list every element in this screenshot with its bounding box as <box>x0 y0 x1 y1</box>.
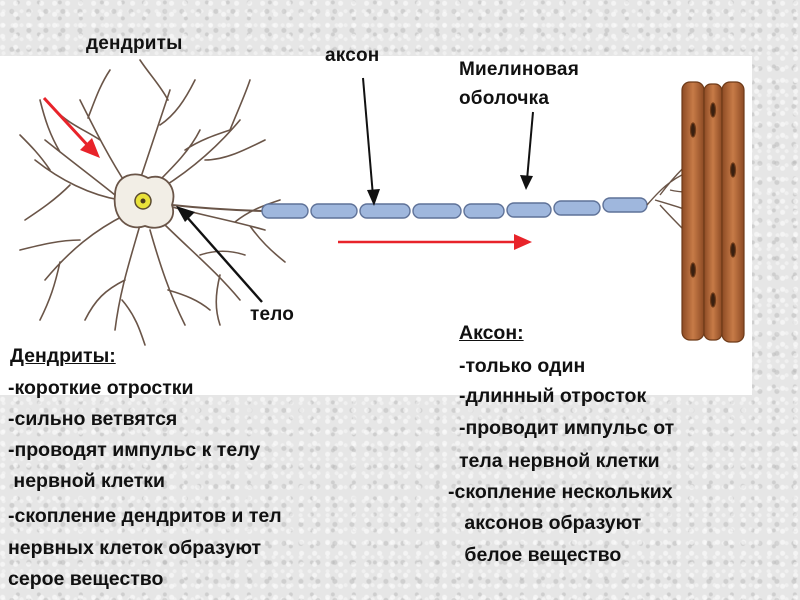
diagram-panel <box>0 56 752 395</box>
axon-info-line: -длинный отросток <box>459 385 647 407</box>
dendrites-info-line: -сильно ветвятся <box>8 408 178 430</box>
pointer-arrow-myelin <box>520 111 534 190</box>
axon-info-line: аксонов образуют <box>459 512 642 534</box>
muscle-fibres <box>681 81 745 343</box>
dendrites-info-title: Дендриты: <box>10 345 116 367</box>
axon-fibre <box>171 204 263 212</box>
label-body: тело <box>250 304 295 325</box>
red-arrow-dendrite <box>42 96 100 158</box>
red-arrow-axon <box>338 234 532 250</box>
axon-info-line: -проводит импульс от <box>459 417 675 439</box>
label-myelin-line1: Миелиновая <box>459 59 579 80</box>
dendrites-info-line: нервной клетки <box>8 470 166 492</box>
label-myelin-line2: оболочка <box>459 88 550 109</box>
dendrites <box>19 59 286 346</box>
axon-info-line: -скопление нескольких <box>448 481 673 503</box>
dendrites-info-line: серое вещество <box>8 568 164 590</box>
axon-info-title: Аксон: <box>459 322 524 344</box>
dendrites-info-line: нервных клеток образуют <box>8 537 262 559</box>
axon-info-line: белое вещество <box>459 544 622 566</box>
axon-info-line: тела нервной клетки <box>459 450 660 472</box>
pointer-arrow-axon <box>362 77 380 206</box>
dendrites-info-line: -проводят импульс к телу <box>8 439 261 461</box>
dendrites-info-line: -скопление дендритов и тел <box>8 505 282 527</box>
label-dendrites: дендриты <box>86 33 183 54</box>
pointer-arrow-body <box>176 206 263 303</box>
dendrites-info-line: -короткие отростки <box>8 377 194 399</box>
label-axon: аксон <box>325 45 380 66</box>
myelin-sheath <box>261 197 648 219</box>
axon-info-line: -только один <box>459 355 586 377</box>
